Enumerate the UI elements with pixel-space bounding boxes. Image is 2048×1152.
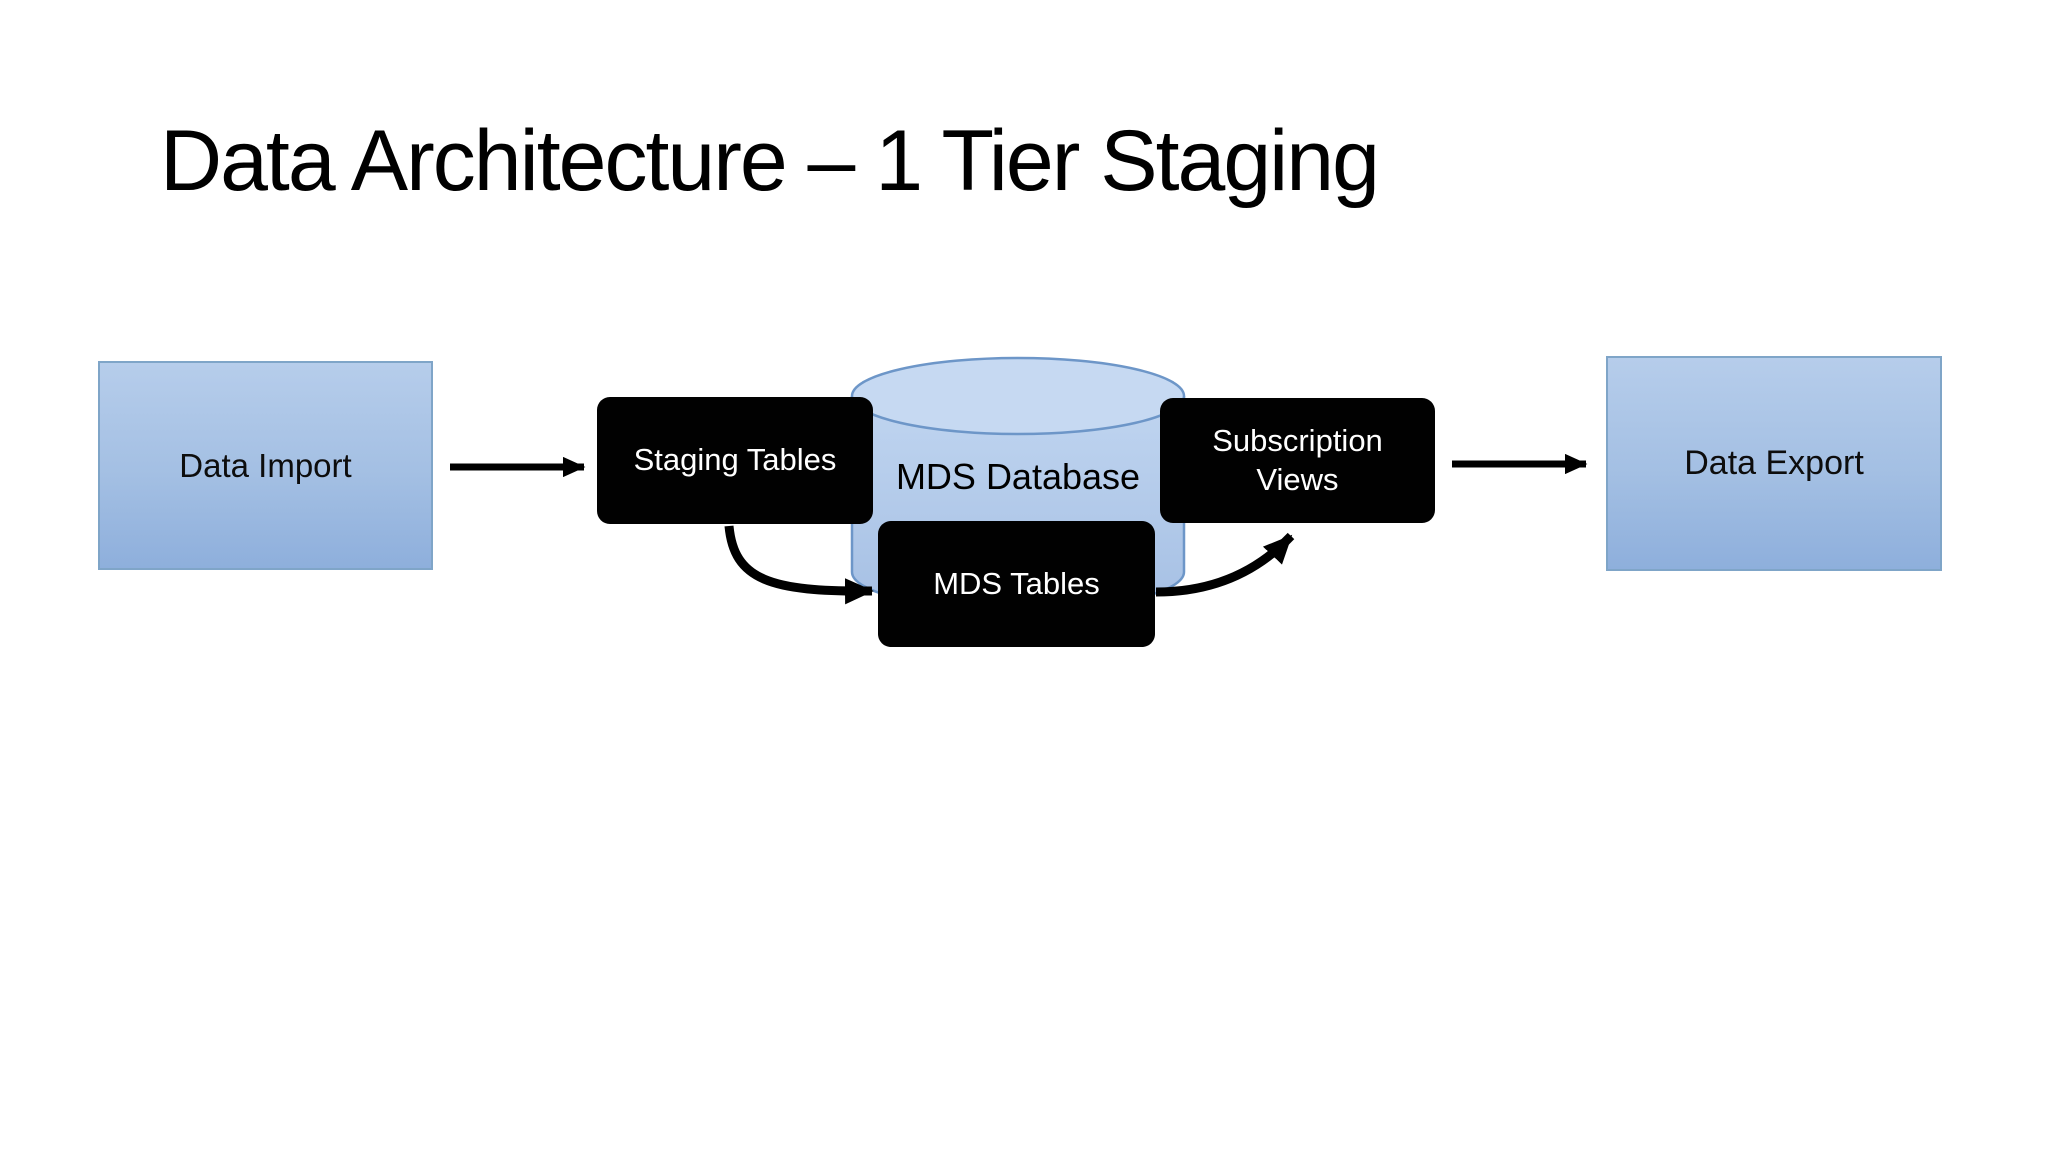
node-data-export: Data Export: [1606, 356, 1942, 571]
arrow-staging-to-mds-tables: [724, 525, 874, 605]
node-data-import-label: Data Import: [179, 446, 352, 484]
node-mds-database: MDS Database: [868, 455, 1168, 499]
node-mds-tables-label: MDS Tables: [933, 565, 1100, 601]
node-data-export-label: Data Export: [1684, 444, 1864, 482]
node-staging-tables-label: Staging Tables: [633, 442, 837, 478]
node-subscription-views-label: Subscription Views: [1212, 422, 1383, 497]
arrow-mds-tables-to-views: [1155, 532, 1295, 597]
slide-title: Data Architecture – 1 Tier Staging: [160, 113, 1380, 209]
node-subscription-views: Subscription Views: [1160, 398, 1435, 523]
node-data-import: Data Import: [98, 361, 433, 570]
node-staging-tables: Staging Tables: [597, 397, 873, 524]
node-mds-database-label: MDS Database: [895, 456, 1141, 497]
node-mds-tables: MDS Tables: [878, 521, 1155, 647]
